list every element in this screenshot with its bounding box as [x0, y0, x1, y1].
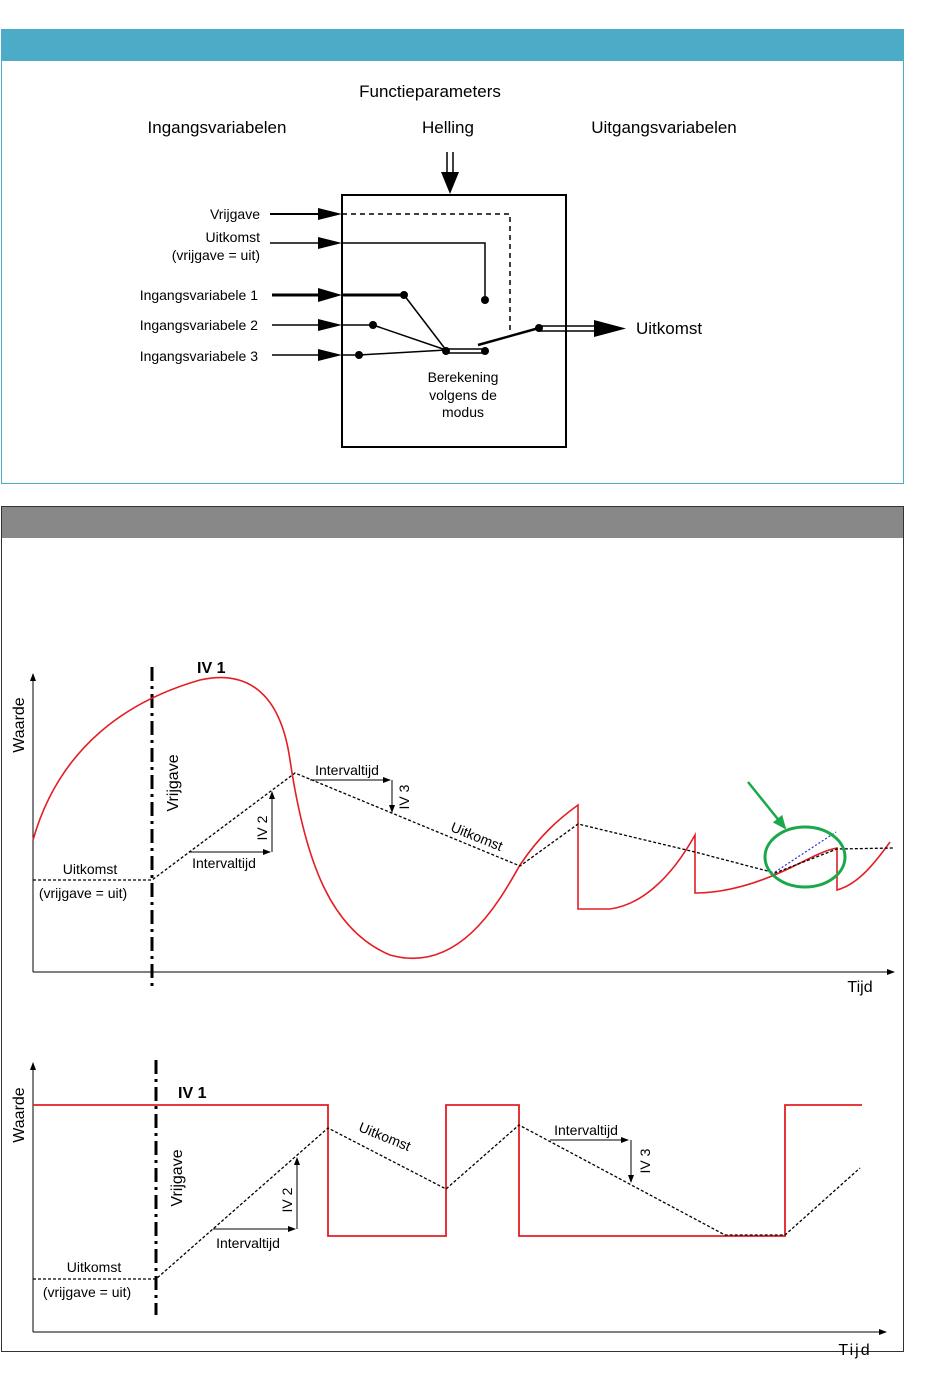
- input-var1-label: Ingangsvariabele 1: [140, 287, 259, 303]
- param-name: Helling: [422, 118, 474, 137]
- block-diagram: Functieparameters Ingangsvariabelen Hell…: [140, 82, 737, 448]
- chart2-initial-label: Uitkomst: [67, 1259, 122, 1275]
- calc-label-line2: volgens de: [429, 387, 497, 403]
- param-arrow-head: [441, 172, 459, 194]
- panel-header-bar: [2, 507, 903, 538]
- input-release-label: Vrijgave: [210, 206, 260, 222]
- chart2-ylabel: Waarde: [11, 1087, 28, 1143]
- chart1-xlabel: Tijd: [847, 979, 872, 996]
- input-arrows: [270, 208, 342, 361]
- output-arrow-head: [594, 320, 626, 337]
- chart1-release-label: Vrijgave: [165, 754, 182, 811]
- function-params-heading: Functieparameters: [359, 82, 501, 101]
- chart1-initial-label: Uitkomst: [63, 861, 118, 877]
- chart2-iv2-label: IV 2: [279, 1187, 295, 1212]
- block-diagram-panel: [1, 29, 904, 484]
- chart1-initial-note: (vrijgave = uit): [39, 885, 127, 901]
- chart1: Waarde Tijd Vrijgave IV 1 Uitkomst (vrij…: [11, 660, 895, 996]
- junction-dots: [355, 291, 543, 359]
- chart2-xlabel: Tijd: [838, 1342, 871, 1359]
- panel-header-bar: [2, 30, 903, 61]
- chart2-output-curve: [33, 1124, 861, 1280]
- input-var3-label: Ingangsvariabele 3: [140, 348, 259, 364]
- chart2: Waarde Tijd Vrijgave IV 1 Uitkomst (vrij…: [11, 1060, 887, 1359]
- function-block: [341, 194, 567, 448]
- chart1-iv1-curve: [32, 676, 891, 960]
- chart2-iv1-curve: [33, 1104, 862, 1237]
- chart2-release-label: Vrijgave: [169, 1149, 186, 1206]
- chart2-iv3-label: IV 3: [637, 1148, 653, 1173]
- input-var2-label: Ingangsvariabele 2: [140, 317, 259, 333]
- chart1-iv3-label: IV 3: [396, 784, 412, 809]
- inputs-heading: Ingangsvariabelen: [148, 118, 287, 137]
- chart1-ylabel: Waarde: [11, 697, 28, 753]
- chart2-iv1-label: IV 1: [178, 1085, 207, 1102]
- calc-label-line3: modus: [442, 404, 484, 420]
- chart2-interval-label-a: Intervaltijd: [216, 1235, 280, 1251]
- output-label: Uitkomst: [636, 319, 702, 338]
- calc-label-line1: Berekening: [428, 369, 499, 385]
- chart1-interval-label-a: Intervaltijd: [192, 855, 256, 871]
- chart1-output-curve: [33, 772, 895, 881]
- chart2-initial-note: (vrijgave = uit): [43, 1284, 131, 1300]
- chart1-highlight-ellipse: [763, 825, 847, 889]
- input-result-note: (vrijgave = uit): [172, 247, 260, 263]
- input-result-label: Uitkomst: [206, 229, 261, 245]
- chart1-highlight-arrow: [747, 781, 787, 830]
- chart2-interval-label-b: Intervaltijd: [554, 1122, 618, 1138]
- chart1-iv2-label: IV 2: [254, 815, 270, 840]
- internal-wiring: [342, 213, 600, 356]
- outputs-heading: Uitgangsvariabelen: [591, 118, 737, 137]
- chart1-output-label: Uitkomst: [449, 819, 506, 854]
- chart1-iv1-label: IV 1: [197, 660, 226, 677]
- chart1-interval-label-b: Intervaltijd: [315, 762, 379, 778]
- chart1-projected-line: [774, 831, 837, 873]
- chart2-output-label: Uitkomst: [357, 1119, 414, 1154]
